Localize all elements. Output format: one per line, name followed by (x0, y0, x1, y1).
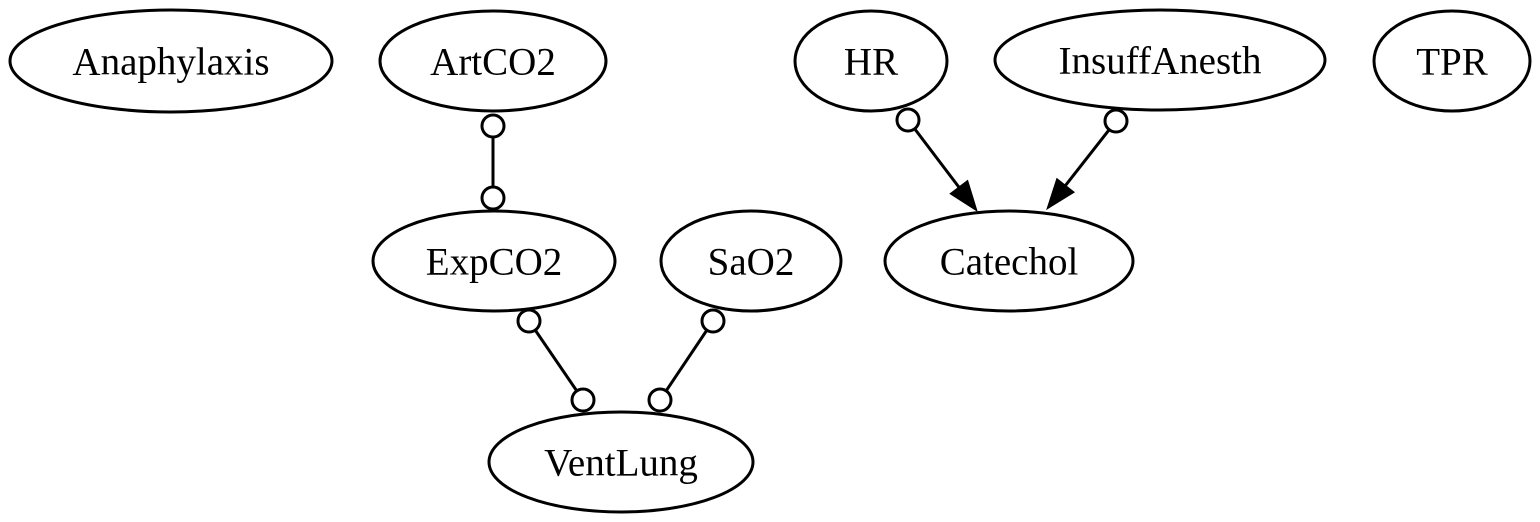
edge-SaO2-VentLung (647, 308, 726, 413)
node-ellipse-ArtCO2 (378, 9, 608, 113)
node-HR: HR (793, 9, 949, 113)
circle-endpoint-icon (570, 387, 596, 413)
node-SaO2: SaO2 (659, 209, 843, 313)
circle-endpoint-icon (480, 185, 506, 211)
node-label-TPR: TPR (1416, 41, 1488, 84)
node-label-ArtCO2: ArtCO2 (430, 41, 556, 84)
arrowhead-icon (1046, 177, 1076, 211)
edge-ExpCO2-VentLung (516, 308, 596, 413)
edge-line (1064, 120, 1118, 187)
node-ellipse-Anaphylaxis (8, 8, 334, 114)
node-VentLung: VentLung (487, 410, 755, 514)
node-ellipse-TPR (1372, 9, 1532, 113)
node-label-HR: HR (844, 41, 898, 84)
node-ellipse-ExpCO2 (371, 209, 617, 313)
node-ExpCO2: ExpCO2 (371, 209, 617, 313)
node-ellipse-SaO2 (659, 209, 843, 313)
node-ellipse-InsuffAnesth (993, 8, 1327, 112)
node-label-InsuffAnesth: InsuffAnesth (1059, 40, 1262, 83)
node-label-Catechol: Catechol (940, 241, 1079, 284)
edge-line (527, 320, 585, 401)
arrowhead-icon (949, 179, 978, 213)
circle-endpoint-icon (480, 113, 506, 139)
node-TPR: TPR (1372, 9, 1532, 113)
edge-line (906, 119, 961, 189)
node-ellipse-Catechol (883, 209, 1135, 313)
edge-HR-Catechol (895, 107, 978, 213)
node-InsuffAnesth: InsuffAnesth (993, 8, 1327, 112)
circle-endpoint-icon (1103, 108, 1129, 134)
node-Catechol: Catechol (883, 209, 1135, 313)
node-label-VentLung: VentLung (544, 442, 698, 485)
circle-endpoint-icon (895, 107, 921, 133)
node-label-SaO2: SaO2 (708, 241, 795, 284)
node-Anaphylaxis: Anaphylaxis (8, 8, 334, 114)
circle-endpoint-icon (700, 308, 726, 334)
circle-endpoint-icon (647, 387, 673, 413)
node-ellipse-VentLung (487, 410, 755, 514)
node-label-ExpCO2: ExpCO2 (426, 241, 563, 284)
edge-InsuffAnesth-Catechol (1046, 108, 1129, 211)
node-ArtCO2: ArtCO2 (378, 9, 608, 113)
node-label-Anaphylaxis: Anaphylaxis (72, 41, 269, 84)
node-ellipse-HR (793, 9, 949, 113)
circle-endpoint-icon (516, 308, 542, 334)
edge-ArtCO2-ExpCO2 (480, 113, 506, 211)
edge-line (658, 320, 715, 401)
